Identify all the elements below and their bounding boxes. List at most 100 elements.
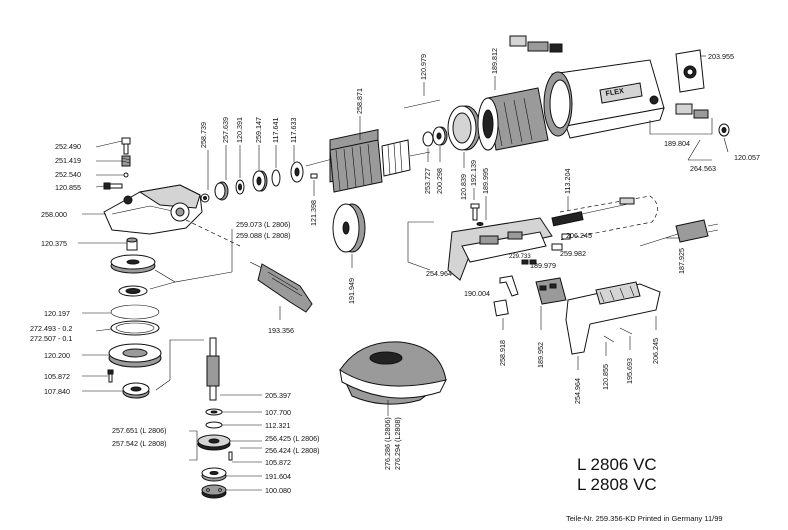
brand-logo-text: FLEX (605, 86, 625, 98)
side-handle-193356 (249, 261, 313, 313)
label-105872-left: 105.872 (44, 372, 70, 381)
wheel-guard-276286 (339, 341, 447, 405)
label-117633: 117.633 (289, 118, 298, 143)
switch-189952 (535, 277, 567, 305)
label-272507: 272.507 - 0.1 (30, 334, 72, 343)
screw-195693 (619, 327, 633, 335)
flange-120200 (108, 343, 162, 368)
label-258918: 258.918 (498, 340, 507, 366)
label-200298: 200.298 (435, 168, 444, 194)
model-label-line2: L 2808 VC (577, 475, 657, 494)
label-105872-right: 105.872 (265, 458, 291, 467)
rear-housing-254964 (447, 217, 553, 281)
clamp-206245a (561, 233, 571, 240)
clamp-nut-100080 (201, 484, 227, 499)
brush-258918 (493, 299, 509, 317)
screw-120855-left (103, 182, 123, 190)
label-253727: 253.727 (423, 168, 432, 194)
label-252540: 252.540 (55, 170, 81, 179)
label-189952: 189.952 (536, 342, 545, 368)
label-189804: 189.804 (664, 139, 690, 148)
label-206245-top: 206.245 (566, 231, 592, 240)
shim-272493 (110, 320, 160, 336)
brush-holder-top (509, 35, 563, 53)
cable-routing (559, 195, 658, 241)
ring-112321 (205, 421, 223, 429)
label-251419: 251.419 (55, 156, 81, 165)
footer-part-number: Teile-Nr. 259.356-KD Printed in Germany … (566, 514, 723, 523)
label-113204: 113.204 (563, 169, 572, 194)
washer-252540 (123, 172, 129, 178)
label-100080: 100.080 (265, 486, 291, 495)
label-189979: 189.979 (530, 261, 556, 270)
label-256425: 256.425 (L 2806) (265, 434, 319, 443)
bearing-107840 (122, 382, 150, 399)
label-206245-bottom: 206.245 (651, 338, 660, 364)
bearing-plate-120839 (447, 105, 481, 151)
label-120057: 120.057 (734, 153, 760, 162)
screw-105872-left (107, 369, 114, 383)
model-label-line1: L 2806 VC (577, 455, 657, 474)
label-254964-bottom: 254.964 (573, 378, 582, 404)
flange-191604 (201, 467, 227, 482)
label-258000: 258.000 (41, 210, 67, 219)
label-259073: 259.073 (L 2806) (236, 220, 290, 229)
label-259147: 259.147 (254, 117, 263, 143)
screw-252490 (121, 137, 131, 155)
leader-lines (78, 55, 729, 491)
label-205397: 205.397 (265, 391, 291, 400)
bevel-gear-259073 (110, 254, 156, 274)
label-120855-right: 120.855 (601, 364, 610, 390)
key-121398 (310, 173, 318, 179)
bearing-259147 (252, 170, 268, 192)
label-187925: 187.925 (677, 248, 686, 274)
bracket-190004 (499, 275, 519, 297)
label-193356: 193.356 (268, 326, 294, 335)
label-276294: 276.294 (L2808) (393, 417, 402, 470)
part-189979 (529, 259, 537, 265)
label-276286: 276.286 (L2806) (383, 417, 392, 470)
label-190004: 190.004 (464, 289, 490, 298)
gear-257651 (197, 434, 231, 451)
armature-258871 (305, 129, 431, 193)
plug-cable-187925 (639, 219, 719, 247)
ring-253727 (422, 131, 434, 147)
label-191604: 191.604 (265, 472, 291, 481)
label-259982: 259.982 (560, 249, 586, 258)
label-258739: 258.739 (199, 122, 208, 148)
circlip-120197 (110, 304, 160, 320)
nut-120375 (126, 237, 138, 251)
spring-251419 (121, 155, 131, 167)
label-120197: 120.197 (44, 309, 70, 318)
part-229733 (521, 259, 529, 265)
gear-housing-258000 (103, 184, 203, 235)
stator-189812 (477, 87, 549, 151)
label-256424: 256.424 (L 2808) (265, 446, 319, 455)
label-117641: 117.641 (271, 118, 280, 143)
label-191949: 191.949 (347, 278, 356, 304)
label-107700: 107.700 (265, 408, 291, 417)
screw-105872-right (228, 451, 233, 461)
washer-189995 (476, 222, 484, 226)
screw-120979 (403, 99, 441, 109)
label-229733: 229.733 (509, 254, 531, 260)
spindle-205397 (206, 337, 220, 401)
label-257651: 257.651 (L 2806) (112, 426, 166, 435)
label-189812: 189.812 (490, 48, 499, 74)
cable-113204 (551, 197, 635, 227)
cover-plate-203955 (675, 49, 705, 93)
ring-117641 (271, 169, 281, 187)
label-120200: 120.200 (44, 351, 70, 360)
bracket-189804 (649, 118, 713, 135)
label-112321: 112.321 (265, 421, 290, 430)
label-259088: 259.088 (L 2808) (236, 231, 290, 240)
label-121398: 121.398 (309, 200, 318, 226)
grip-254964 (565, 281, 661, 355)
label-254964-top: 254.964 (426, 269, 452, 278)
label-252490: 252.490 (55, 142, 81, 151)
label-120979: 120.979 (419, 54, 428, 80)
label-189995: 189.995 (481, 168, 490, 194)
motor-housing: FLEX (543, 59, 665, 139)
label-120391: 120.391 (235, 117, 244, 143)
